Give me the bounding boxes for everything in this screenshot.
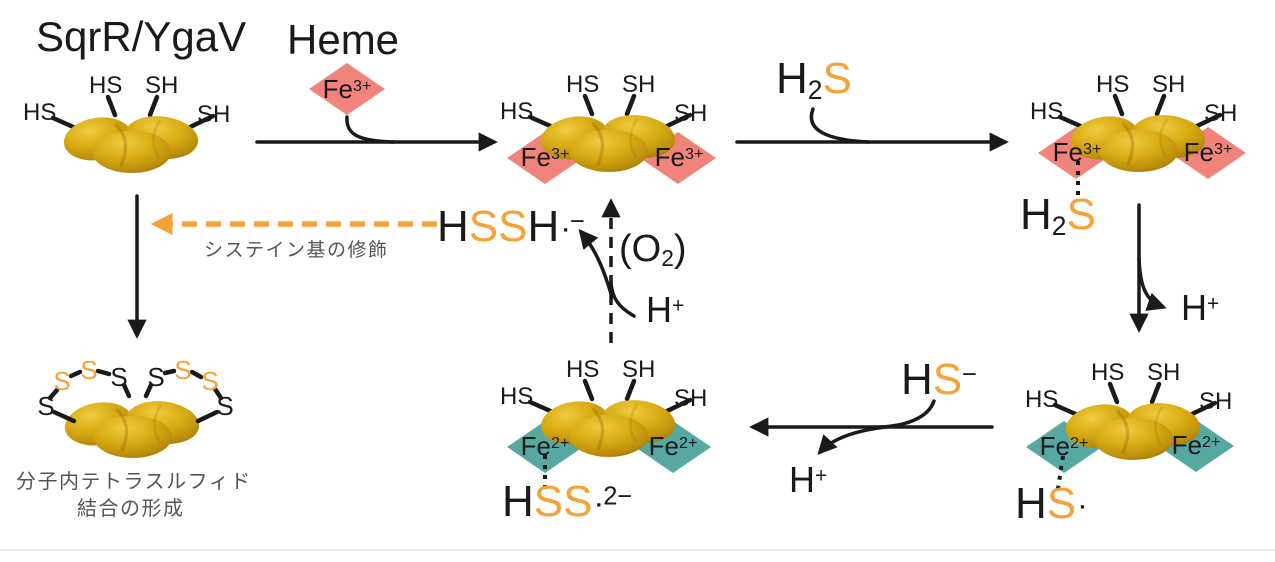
- cysteine-modification-caption: システイン基の修飾: [204, 240, 389, 261]
- sulfur-atom: S: [216, 391, 234, 421]
- thiol-label: HS: [500, 98, 534, 125]
- protein-blob-apo: [59, 110, 203, 175]
- thiol-label: HS: [566, 356, 600, 383]
- h-plus-label: H+: [789, 459, 828, 500]
- thiol-label: HS: [1030, 98, 1064, 125]
- hss-radical-label: HSS▪2−: [502, 477, 633, 526]
- radical-dot: ▪: [596, 496, 602, 512]
- fe3-label: Fe3+: [1183, 137, 1233, 167]
- curve-hplus-in-cycle: [609, 281, 636, 318]
- hs-radical-label: HS▪: [1015, 479, 1085, 528]
- curve-hplus-out-bottom: [817, 425, 888, 455]
- thiol-label: SH: [145, 72, 179, 99]
- sulfur-atom: S: [147, 362, 165, 392]
- sulfur-atom: S: [37, 391, 55, 421]
- sulfur-atom: S: [110, 362, 128, 392]
- thiol-label: SH: [622, 71, 656, 98]
- radical-dot: ▪: [563, 221, 568, 237]
- thiol-label: HS: [1025, 386, 1059, 413]
- heme-fe3-label: Fe3+: [322, 74, 372, 104]
- thiol-label: SH: [674, 100, 708, 127]
- reaction-arrows: [127, 107, 1167, 455]
- curve-hssh-out: [578, 229, 614, 299]
- radical-dot: ▪: [1080, 498, 1085, 514]
- fe3-label: Fe3+: [520, 142, 570, 172]
- fe2-label: Fe2+: [520, 431, 570, 461]
- heme-title: Heme: [287, 16, 400, 63]
- curve-hsminus-in: [878, 399, 936, 429]
- thiol-label: SH: [1152, 71, 1186, 98]
- curve-heme-in: [345, 115, 396, 144]
- thiol-label: HS: [1091, 359, 1125, 386]
- thiol-label: SH: [622, 356, 656, 383]
- o2-label: (O2): [619, 228, 687, 272]
- tetrasulfide-caption-line2: 結合の形成: [77, 498, 185, 520]
- thiol-label: SH: [1147, 359, 1181, 386]
- fe2-label: Fe2+: [1039, 431, 1089, 461]
- thiol-label: SH: [197, 101, 231, 128]
- hs-minus-label: HS−: [901, 355, 978, 404]
- h-plus-label: H+: [1181, 287, 1220, 328]
- thiol-label: SH: [674, 385, 708, 412]
- sulfur-atom-inserted: S: [201, 366, 219, 396]
- curve-h2s-in: [809, 107, 870, 144]
- thiol-label: HS: [1096, 71, 1130, 98]
- tetrasulfide-caption-line1: 分子内テトラスルフィド: [16, 471, 252, 493]
- h2s-free-label: H2S: [776, 54, 852, 105]
- sulfur-atom-inserted: S: [53, 366, 71, 396]
- fe2-label: Fe2+: [648, 431, 698, 461]
- protein-title: SqrR/YgaV: [36, 13, 247, 60]
- fe2-label: Fe2+: [1171, 430, 1221, 460]
- h2s-bound-label: H2S: [1020, 190, 1096, 241]
- sulfur-atom-inserted: S: [80, 355, 98, 385]
- sulfur-atom-inserted: S: [174, 355, 192, 385]
- curve-hplus-out-right: [1137, 256, 1167, 311]
- protein-blob-tetrasulfide: [60, 395, 204, 460]
- bond-fe-hs-radical: [1055, 455, 1065, 496]
- coordination-bonds: [543, 161, 1080, 496]
- fe3-label: Fe3+: [1052, 137, 1102, 167]
- fe3-label: Fe3+: [654, 142, 704, 172]
- thiol-label: HS: [23, 99, 57, 126]
- hssh-radical-label: HSSH▪−: [437, 202, 585, 251]
- thiol-label: HS: [89, 72, 123, 99]
- thiol-label: HS: [566, 71, 600, 98]
- thiol-label: SH: [1204, 100, 1238, 127]
- tetrasulfide-bonds: [47, 368, 224, 424]
- h-plus-label: H+: [646, 289, 685, 330]
- heme-diamond: [309, 63, 385, 115]
- bottom-divider: [0, 549, 1275, 551]
- thiol-label: SH: [1199, 388, 1233, 415]
- thiol-label: HS: [500, 383, 534, 410]
